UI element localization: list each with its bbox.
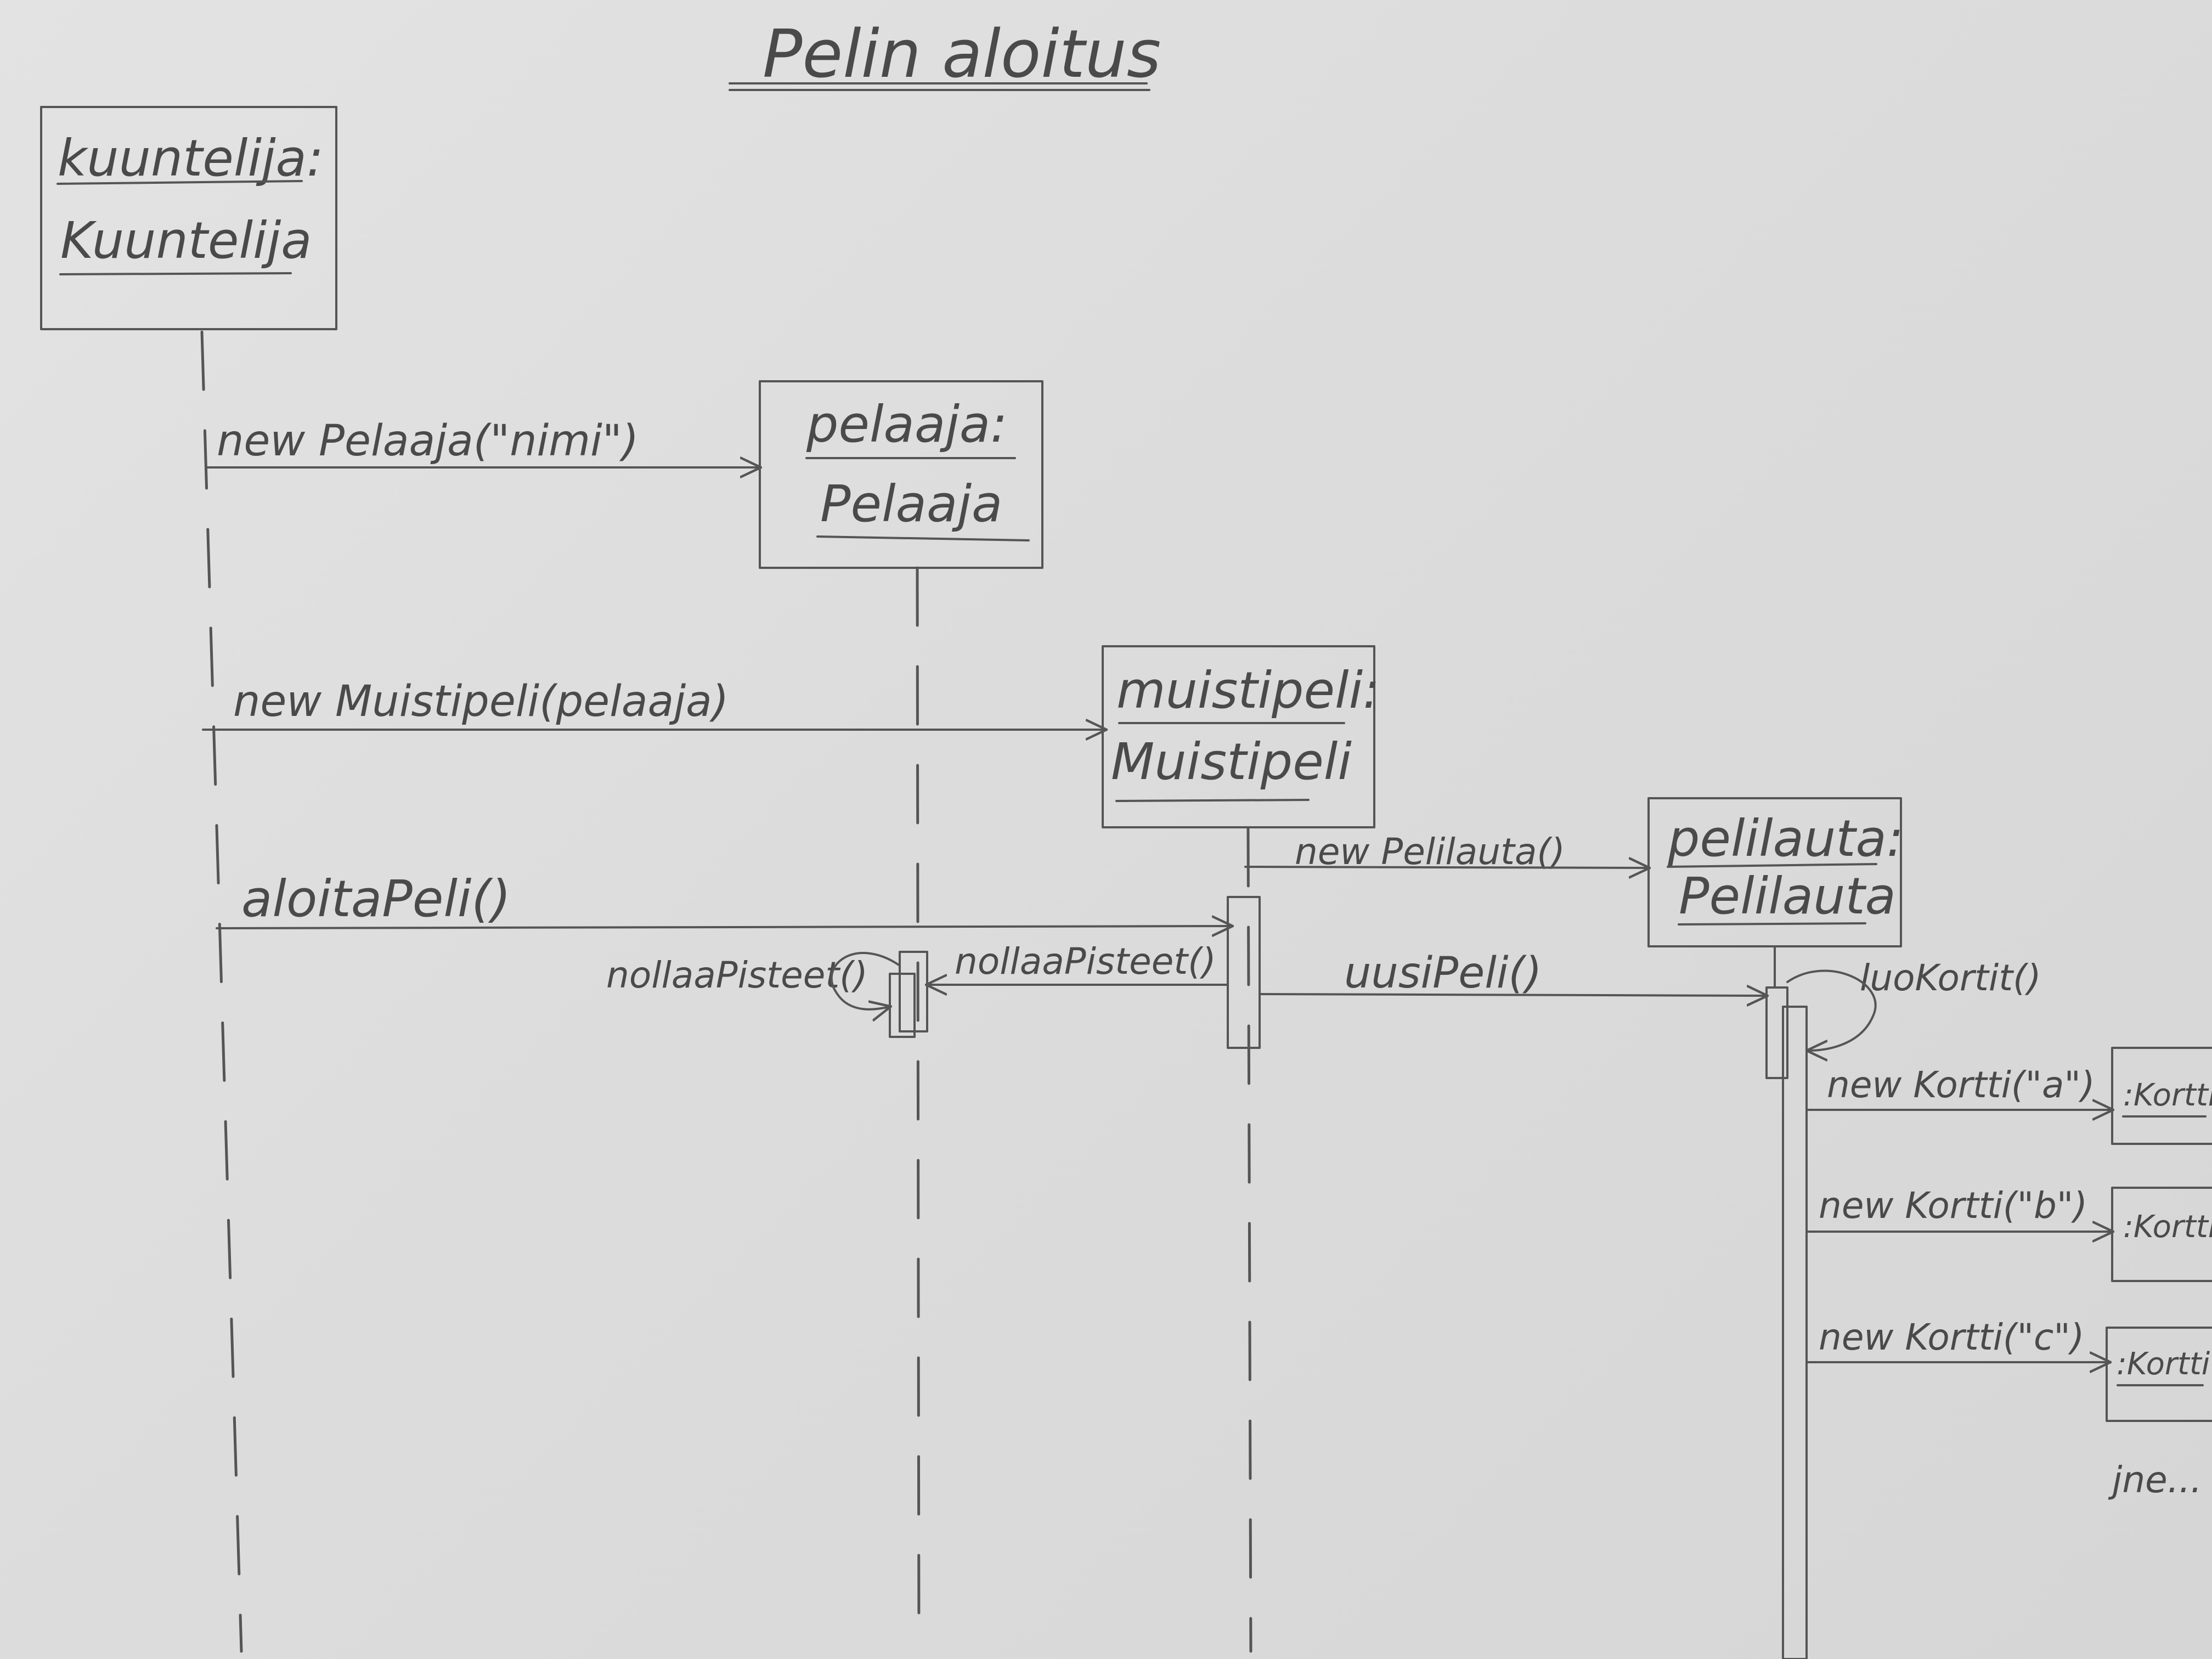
object-pelilauta-name: pelilauta: [1667,809,1904,868]
kortti-c-object-label: :Kortti [2117,1346,2210,1382]
object-muistipeli-class: Muistipeli [1111,732,1352,791]
message-nollaa-pisteet-call-label: nollaaPisteet() [955,940,1216,983]
kortti-a: new Kortti("a") :Kortti [1805,1047,2212,1145]
kortti-c-message-label: new Kortti("c") [1819,1316,2084,1358]
object-kuuntelija-class: Kuuntelija [60,211,312,270]
kortti-b-message-label: new Kortti("b") [1819,1184,2087,1227]
message-new-pelilauta-arrow [1244,867,1649,868]
message-uusi-peli-label: uusiPeli() [1344,949,1542,998]
object-pelaaja-name: pelaaja: [806,395,1007,454]
message-aloita-peli-label: aloitaPeli() [241,870,511,928]
lifeline-muistipeli [1246,827,1252,1653]
kortti-c-box [2106,1327,2212,1422]
ellipsis-label: jne... [2108,1459,2202,1501]
lifeline-pelaaja [916,566,921,1653]
message-aloita-peli-arrow [216,926,1232,928]
message-new-pelilauta-label: new Pelilauta() [1295,831,1565,873]
object-kuuntelija: kuuntelija: Kuuntelija [40,106,337,330]
message-nollaa-pisteet-self-label: nollaaPisteet() [606,954,868,996]
message-luo-kortit-label: luoKortit() [1860,957,2041,999]
diagram-title: Pelin aloitus [763,16,1161,93]
activation-pelilauta-2 [1782,1006,1808,1659]
object-pelaaja: pelaaja: Pelaaja [759,380,1043,569]
message-nollaa-pisteet-self-arrow [830,952,901,1009]
object-pelaaja-class: Pelaaja [820,475,1002,533]
kortti-c: new Kortti("c") :Kortti [1805,1316,2212,1422]
message-new-pelaaja-label: new Pelaaja("nimi") [217,416,639,466]
activation-pelilauta-1 [1765,986,1788,1079]
object-pelilauta-class: Pelilauta [1679,867,1896,926]
object-kuuntelija-name: kuuntelija: [58,129,324,188]
kortti-a-message-label: new Kortti("a") [1827,1064,2095,1106]
activation-muistipeli [1227,896,1261,1049]
object-pelilauta: pelilauta: Pelilauta [1647,797,1904,947]
kortti-b: new Kortti("b") :Kortti [1805,1184,2212,1282]
object-muistipeli: muistipeli: Muistipeli [1102,645,1380,828]
message-luo-kortit-arrow [1786,969,1877,1051]
activation-pelaaja-2 [889,973,916,1038]
kortti-a-object-label: :Kortti [2123,1077,2212,1113]
kortti-a-box [2111,1047,2212,1145]
message-uusi-peli-arrow [1259,994,1767,996]
message-new-muistipeli-label: new Muistipeli(pelaaja) [233,677,729,726]
object-muistipeli-name: muistipeli: [1116,661,1380,720]
kortti-b-box [2111,1187,2212,1282]
lifeline-kuuntelija [200,330,243,1653]
kortti-b-object-label: :Kortti [2123,1209,2212,1245]
